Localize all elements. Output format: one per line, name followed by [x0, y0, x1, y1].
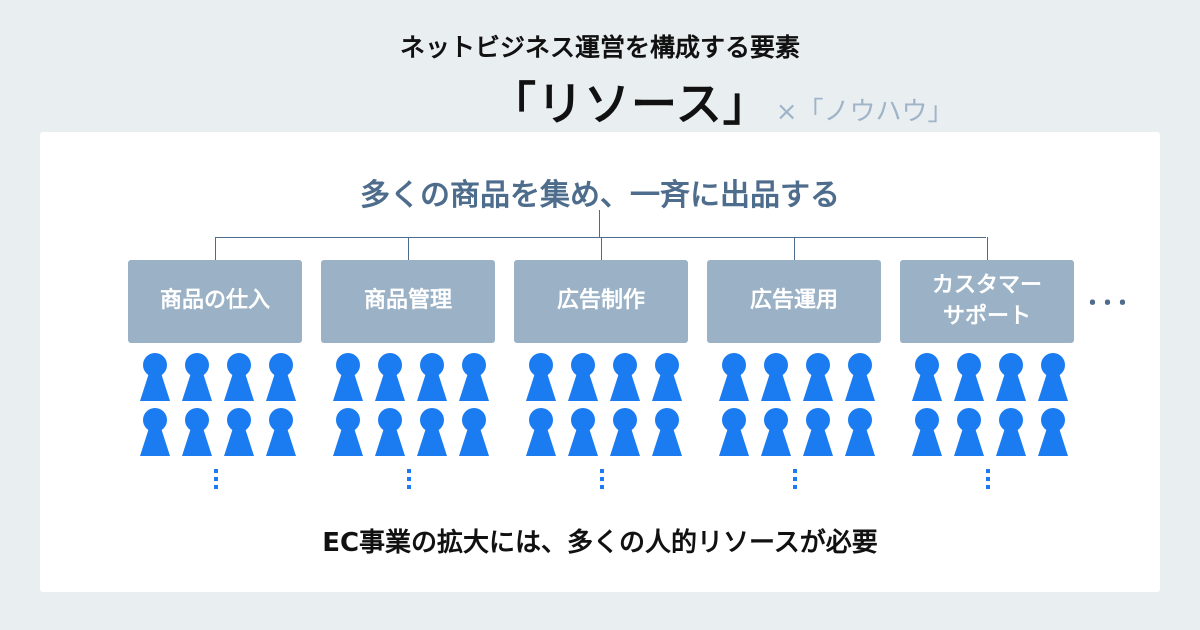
person-icon — [803, 408, 833, 456]
vertical-ellipsis-dot — [214, 485, 218, 489]
people-group — [912, 353, 1068, 489]
people-group — [140, 353, 296, 489]
person-icon — [526, 353, 556, 401]
more-ellipsis: ･･･ — [1086, 289, 1132, 319]
times-symbol: × — [775, 97, 798, 127]
person-icon — [845, 353, 875, 401]
vertical-ellipsis-dot — [600, 477, 604, 481]
person-icon — [652, 353, 682, 401]
tree-horizontal-line — [215, 237, 986, 238]
tree-branch — [601, 237, 602, 260]
page-title: ネットビジネス運営を構成する要素 — [399, 33, 800, 62]
subtitle: 「リソース」×「ノウハウ」 — [490, 68, 954, 134]
people-group — [333, 353, 489, 489]
tree-branch — [215, 237, 216, 260]
vertical-ellipsis-dot — [214, 477, 218, 481]
category-label: 商品の仕入 — [159, 288, 270, 314]
person-icon — [417, 353, 447, 401]
people-group — [719, 353, 875, 489]
category-label: 商品管理 — [363, 288, 452, 314]
person-icon — [182, 353, 212, 401]
person-icon — [761, 353, 791, 401]
vertical-ellipsis-dot — [986, 469, 990, 473]
diagram-heading: 多くの商品を集め、一斉に出品する — [360, 178, 840, 213]
category-box: 広告運用 — [707, 260, 881, 343]
vertical-ellipsis-dot — [600, 485, 604, 489]
person-icon — [266, 353, 296, 401]
person-icon — [224, 408, 254, 456]
person-icon — [526, 408, 556, 456]
person-icon — [417, 408, 447, 456]
tree-branch — [794, 237, 795, 260]
person-icon — [610, 408, 640, 456]
resource-label: 「リソース」 — [490, 77, 770, 131]
person-icon — [912, 353, 942, 401]
person-icon — [375, 353, 405, 401]
vertical-ellipsis-dot — [600, 469, 604, 473]
person-icon — [1038, 353, 1068, 401]
person-icon — [1038, 408, 1068, 456]
vertical-ellipsis-dot — [793, 485, 797, 489]
vertical-ellipsis-dot — [986, 485, 990, 489]
person-icon — [803, 353, 833, 401]
person-icon — [375, 408, 405, 456]
person-icon — [996, 408, 1026, 456]
vertical-ellipsis-dot — [214, 469, 218, 473]
person-icon — [140, 353, 170, 401]
person-icon — [266, 408, 296, 456]
people-group — [526, 353, 682, 489]
person-icon — [719, 408, 749, 456]
tree-branch — [408, 237, 409, 260]
category-label: 広告制作 — [556, 288, 645, 314]
person-icon — [224, 353, 254, 401]
footer-caption: EC事業の拡大には、多くの人的リソースが必要 — [322, 528, 878, 558]
person-icon — [333, 408, 363, 456]
category-label: 広告運用 — [749, 288, 838, 314]
person-icon — [912, 408, 942, 456]
person-icon — [333, 353, 363, 401]
person-icon — [459, 408, 489, 456]
person-icon — [459, 353, 489, 401]
category-box: 広告制作 — [514, 260, 688, 343]
person-icon — [954, 408, 984, 456]
person-icon — [568, 408, 598, 456]
vertical-ellipsis-dot — [407, 469, 411, 473]
category-box: 商品の仕入 — [128, 260, 302, 343]
person-icon — [761, 408, 791, 456]
category-box: カスタマーサポート — [900, 260, 1074, 343]
vertical-ellipsis-dot — [407, 485, 411, 489]
person-icon — [954, 353, 984, 401]
vertical-ellipsis-dot — [986, 477, 990, 481]
person-icon — [568, 353, 598, 401]
knowhow-label: 「ノウハウ」 — [797, 97, 954, 127]
vertical-ellipsis-dot — [793, 477, 797, 481]
person-icon — [996, 353, 1026, 401]
tree-trunk — [599, 210, 600, 237]
person-icon — [182, 408, 212, 456]
person-icon — [610, 353, 640, 401]
person-icon — [719, 353, 749, 401]
person-icon — [652, 408, 682, 456]
category-box: 商品管理 — [321, 260, 495, 343]
category-label: カスタマーサポート — [931, 272, 1042, 329]
tree-branch — [987, 237, 988, 260]
vertical-ellipsis-dot — [407, 477, 411, 481]
person-icon — [140, 408, 170, 456]
person-icon — [845, 408, 875, 456]
vertical-ellipsis-dot — [793, 469, 797, 473]
